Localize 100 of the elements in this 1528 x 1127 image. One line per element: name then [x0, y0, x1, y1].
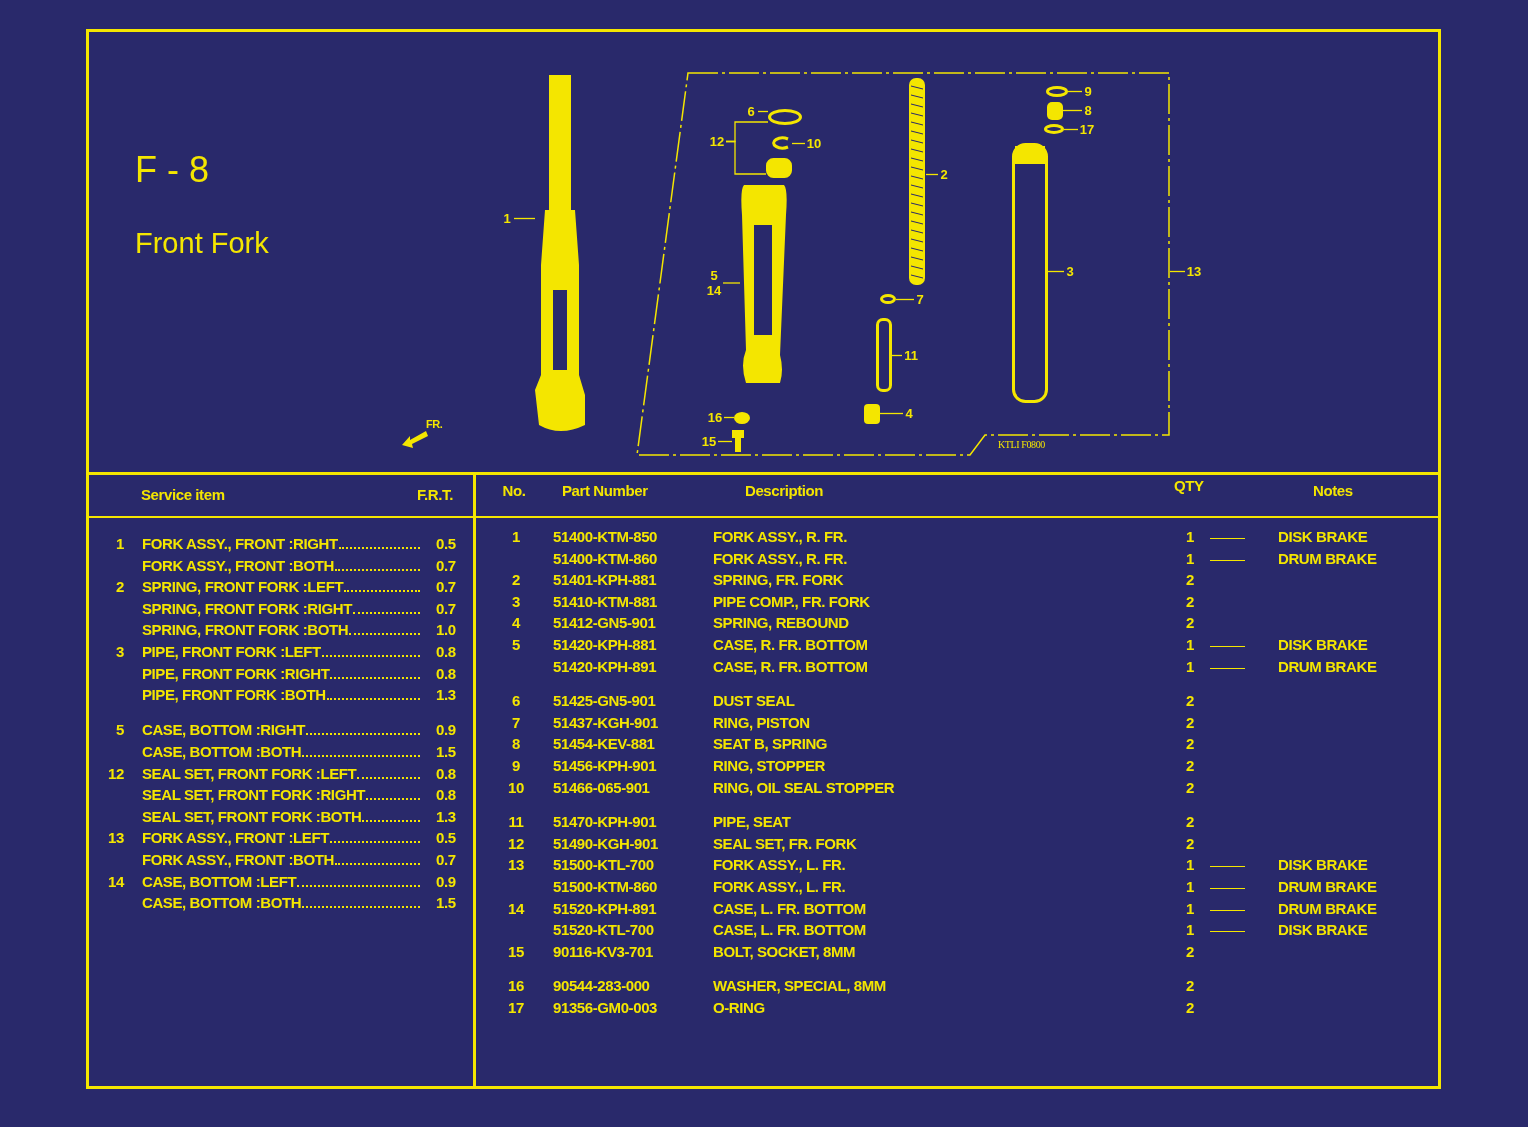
part-number: 51500-KTL-700: [553, 856, 654, 875]
item-number: 12: [108, 764, 124, 783]
callout-number: 1: [500, 211, 514, 226]
seal-drawing: [766, 158, 792, 178]
part-number: 51400-KTM-860: [553, 549, 658, 568]
flat-rate-time: 0.5: [436, 535, 456, 553]
quantity: 2: [1186, 999, 1194, 1017]
quantity: 1: [1186, 657, 1194, 676]
part-number: 51437-KGH-901: [553, 713, 658, 732]
service-item: SPRING, FRONT FORK :BOTH: [142, 621, 420, 640]
seat-drawing: [1047, 102, 1063, 120]
leader-line: [722, 282, 741, 284]
flat-rate-time: 0.8: [436, 786, 456, 805]
quantity: 1: [1186, 528, 1194, 546]
part-number: 51456-KPH-901: [553, 757, 657, 775]
callout-number: 3: [1064, 264, 1076, 279]
column-header: Service item: [141, 486, 225, 504]
note: DISK BRAKE: [1278, 856, 1368, 875]
item-number: 17: [508, 999, 524, 1017]
pipe-drawing: [876, 318, 892, 392]
item-number: 14: [108, 872, 124, 891]
flat-rate-time: 0.5: [436, 829, 456, 848]
note: DRUM BRAKE: [1278, 878, 1377, 896]
part-number: 51500-KTM-860: [553, 878, 658, 896]
assembly-outline: [636, 72, 1170, 456]
part-number: 51425-GN5-901: [553, 692, 656, 711]
part-description: CASE, L. FR. BOTTOM: [713, 921, 866, 940]
part-number: 51490-KGH-901: [553, 834, 658, 853]
leader-line: [1062, 109, 1083, 112]
leader-line: [879, 412, 904, 415]
service-item: SPRING, FRONT FORK :LEFT: [142, 578, 420, 597]
item-number: 5: [116, 721, 124, 740]
quantity: 2: [1186, 735, 1194, 754]
item-number: 1: [116, 535, 124, 553]
item-number: 11: [508, 813, 524, 832]
leader-line: [925, 173, 939, 176]
part-description: PIPE COMP., FR. FORK: [713, 592, 870, 611]
quantity: 2: [1186, 977, 1194, 996]
item-number: 12: [508, 834, 524, 853]
service-item: SPRING, FRONT FORK :RIGHT: [142, 599, 420, 618]
part-number: 51420-KPH-891: [553, 657, 657, 676]
leader-line: [891, 354, 903, 357]
note: DRUM BRAKE: [1278, 899, 1377, 918]
quantity: 2: [1186, 592, 1194, 611]
part-description: DUST SEAL: [713, 692, 795, 711]
part-number: 51470-KPH-901: [553, 813, 657, 832]
bolt-drawing: [732, 430, 744, 452]
part-description: RING, PISTON: [713, 713, 810, 732]
callout-number: 11: [902, 348, 920, 363]
part-description: SEAT B, SPRING: [713, 735, 828, 754]
part-description: FORK ASSY., L. FR.: [713, 878, 846, 896]
part-description: PIPE, SEAT: [713, 813, 791, 832]
quantity: 1: [1186, 549, 1194, 568]
callout-number: 17: [1078, 122, 1096, 137]
leader-line: [1047, 270, 1065, 273]
page-subtitle: Front Fork: [135, 226, 269, 260]
item-number: 13: [508, 856, 524, 875]
direction-label: FR.: [426, 418, 443, 431]
quantity: 2: [1186, 614, 1194, 633]
leader-line: [513, 217, 536, 220]
leader-line: [723, 416, 735, 419]
part-description: SPRING, REBOUND: [713, 614, 849, 633]
column-header: No.: [502, 482, 526, 500]
pipe-drawing: [1012, 143, 1048, 403]
page-title: F - 8: [135, 150, 209, 190]
quantity: 2: [1186, 571, 1194, 590]
part-description: RING, OIL SEAL STOPPER: [713, 778, 895, 797]
callout-number: 2: [938, 167, 950, 182]
callout-number: 15: [700, 434, 718, 449]
flat-rate-time: 0.8: [436, 764, 456, 783]
leader-line: [895, 298, 915, 301]
part-number: 51466-065-901: [553, 778, 650, 797]
part-number: 90116-KV3-701: [553, 942, 653, 961]
flat-rate-time: 0.9: [436, 721, 456, 740]
service-item: CASE, BOTTOM :RIGHT: [142, 721, 420, 740]
item-number: 2: [512, 571, 520, 590]
ring-drawing: [1044, 124, 1064, 134]
column-header: Notes: [1313, 482, 1353, 500]
note: DISK BRAKE: [1278, 528, 1368, 546]
flat-rate-time: 1.3: [436, 807, 456, 826]
column-header: F.R.T.: [417, 486, 453, 504]
part-number: 51520-KTL-700: [553, 921, 654, 940]
service-item: PIPE, FRONT FORK :BOTH: [142, 686, 420, 705]
column-header: Description: [745, 482, 824, 500]
callout-number: 6: [744, 104, 758, 119]
quantity: 1: [1186, 921, 1194, 940]
note: DISK BRAKE: [1278, 636, 1368, 654]
part-description: O-RING: [713, 999, 765, 1017]
part-description: SPRING, FR. FORK: [713, 571, 844, 590]
quantity: 2: [1186, 778, 1194, 797]
part-description: FORK ASSY., R. FR.: [713, 549, 847, 568]
service-item: PIPE, FRONT FORK :RIGHT: [142, 664, 420, 683]
part-description: BOLT, SOCKET, 8MM: [713, 942, 856, 961]
leader-line: [717, 440, 733, 443]
part-number: 51412-GN5-901: [553, 614, 656, 633]
item-number: 4: [512, 614, 520, 633]
fork-drawing: [535, 75, 585, 433]
item-number: 16: [508, 977, 524, 996]
quantity: 2: [1186, 757, 1194, 775]
quantity: 1: [1186, 878, 1194, 896]
